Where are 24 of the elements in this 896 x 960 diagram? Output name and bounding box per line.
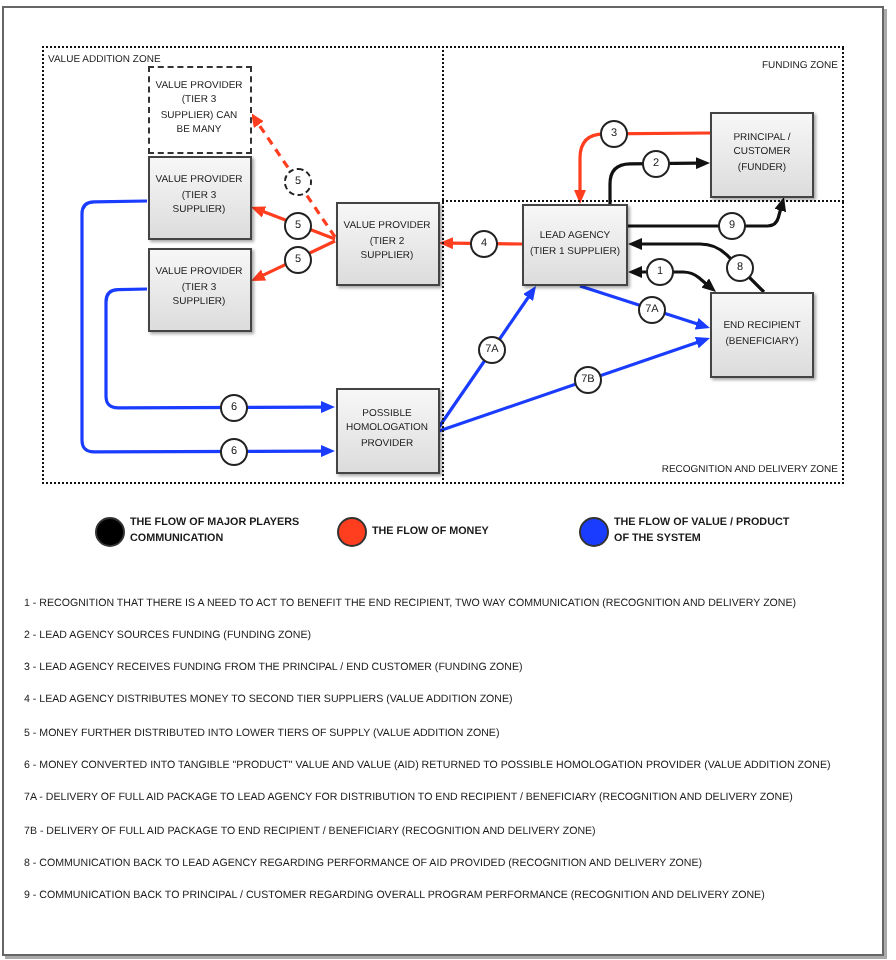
arrow	[438, 336, 710, 433]
entity-box	[147, 65, 251, 153]
entity-box	[335, 201, 439, 285]
entity-box	[710, 292, 814, 378]
arrow	[251, 239, 336, 281]
entity-box	[710, 111, 814, 197]
arrow	[104, 287, 335, 414]
arrow	[251, 113, 337, 238]
arrow	[608, 157, 710, 204]
arrow	[574, 131, 710, 204]
entity-box	[147, 247, 251, 331]
entity-box	[147, 155, 251, 239]
entity-box	[522, 204, 628, 286]
zone-region	[442, 46, 844, 202]
arrow	[628, 197, 787, 228]
entity-box	[335, 387, 439, 473]
arrow	[80, 199, 335, 458]
arrow	[579, 284, 710, 330]
double-arrow	[628, 266, 716, 292]
zone-region	[42, 46, 444, 484]
arrow	[437, 286, 536, 428]
arrow	[628, 238, 766, 294]
arrow	[439, 237, 522, 250]
arrow	[251, 206, 336, 241]
